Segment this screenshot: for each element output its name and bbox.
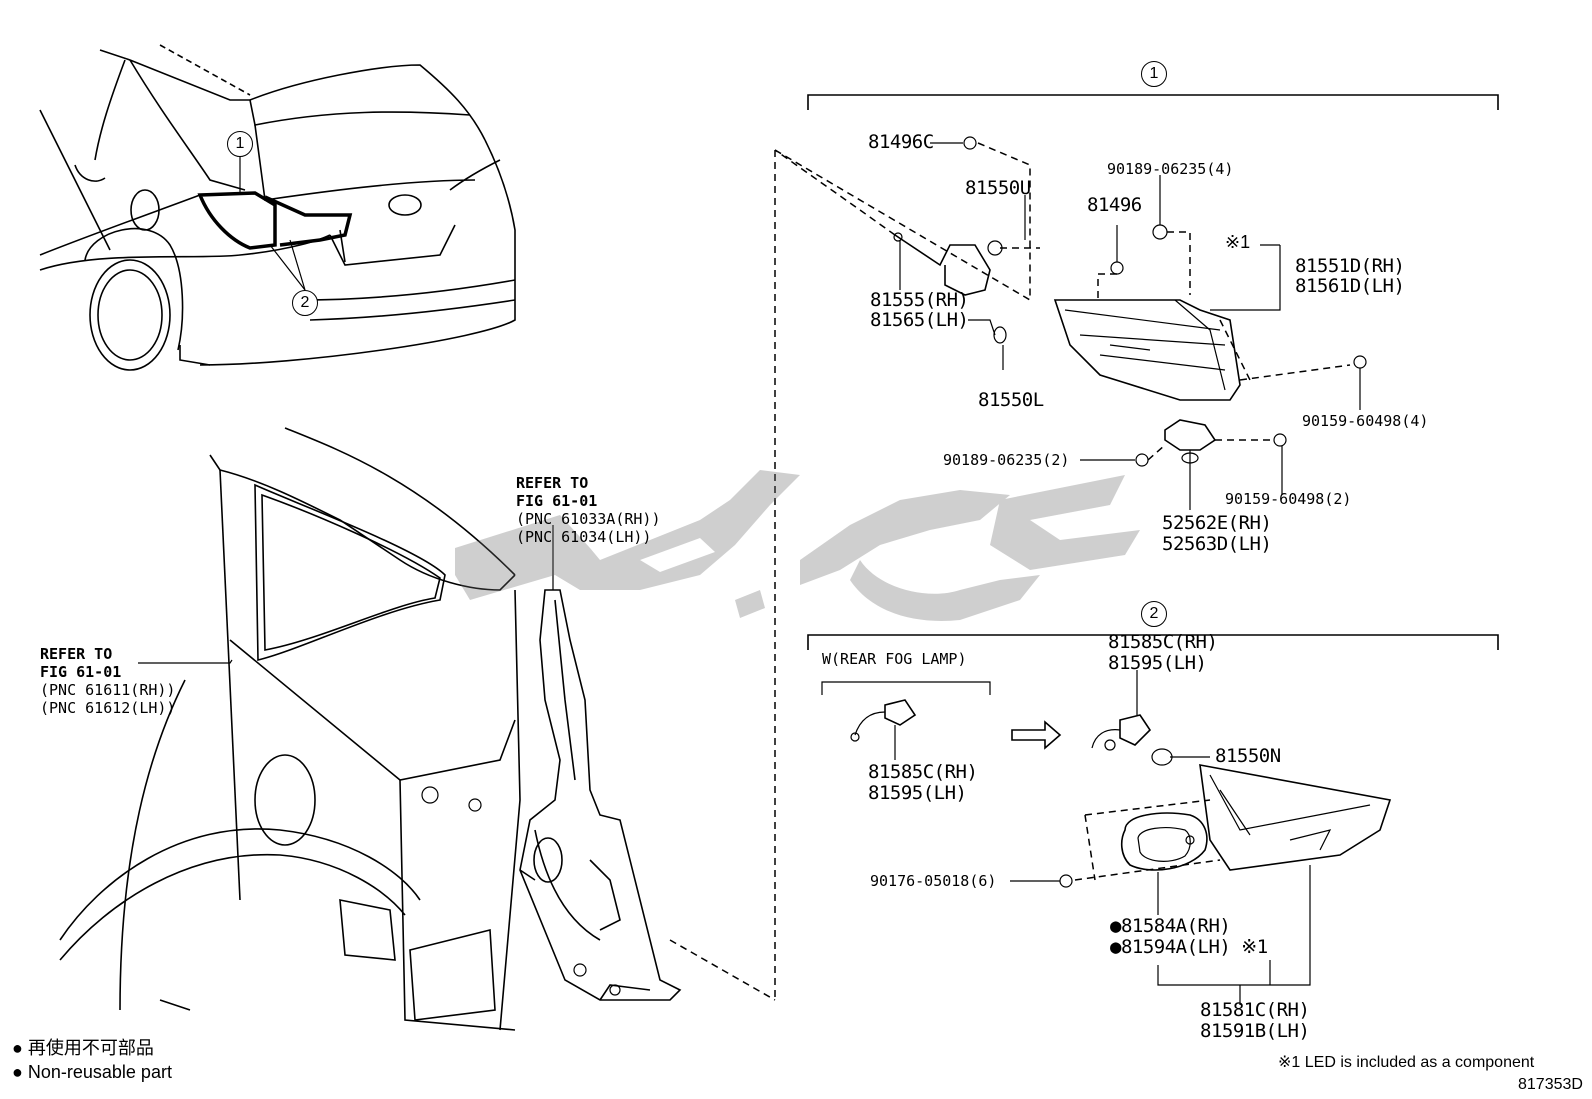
refer-note-pillar-line2: FIG 61-01 xyxy=(516,492,598,510)
led-note-mark-1: ※1 xyxy=(1225,232,1251,252)
callout-1-group: 1 xyxy=(1141,61,1167,87)
callout-2-group: 2 xyxy=(1141,601,1167,627)
led-footnote: ※1 LED is included as a component xyxy=(1278,1054,1535,1071)
legend-non-reusable-en: ● Non-reusable part xyxy=(12,1062,172,1082)
part-label-81595-group: 81595(LH) xyxy=(1108,652,1207,674)
legend-non-reusable-jp: ● 再使用不可部品 xyxy=(12,1038,154,1058)
part-label-81565: 81565(LH) xyxy=(870,309,969,331)
callout-1-vehicle: 1 xyxy=(227,131,253,157)
callout-2-vehicle: 2 xyxy=(292,290,318,316)
vehicle-rear-view-illustration xyxy=(39,44,516,371)
refer-note-panel-line4: (PNC 61612(LH)) xyxy=(40,699,176,717)
part-label-52562E: 52562E(RH) xyxy=(1162,512,1272,534)
part-label-81585C-group: 81585C(RH) xyxy=(1108,631,1218,653)
refer-note-panel-line3: (PNC 61611(RH)) xyxy=(40,681,176,699)
part-label-81591B: 81591B(LH) xyxy=(1200,1020,1310,1042)
part-label-81561D: 81561D(LH) xyxy=(1295,275,1405,297)
part-label-81585C-fog: 81585C(RH) xyxy=(868,761,978,783)
part-label-90189-06235-2: 90189-06235(2) xyxy=(943,451,1070,469)
refer-note-pillar-line4: (PNC 61034(LH)) xyxy=(516,528,652,546)
quarter-panel-illustration xyxy=(59,427,521,1031)
watermark-logo xyxy=(455,470,1140,621)
part-label-90176-05018: 90176-05018(6) xyxy=(870,872,997,890)
part-label-81496: 81496 xyxy=(1087,194,1142,216)
part-label-81551D: 81551D(RH) xyxy=(1295,255,1405,277)
group2-parts xyxy=(821,670,1392,1005)
part-label-90189-06235-4: 90189-06235(4) xyxy=(1107,160,1234,178)
fog-lamp-title: W(REAR FOG LAMP) xyxy=(822,650,967,668)
part-label-81594A: ●81594A(LH) ※1 xyxy=(1110,936,1268,958)
part-label-81555: 81555(RH) xyxy=(870,289,969,311)
part-label-81584A: ●81584A(RH) xyxy=(1110,915,1231,937)
part-label-81550N: 81550N xyxy=(1215,745,1281,767)
part-label-81595-fog: 81595(LH) xyxy=(868,782,967,804)
part-label-81581C: 81581C(RH) xyxy=(1200,999,1310,1021)
part-label-81496C: 81496C xyxy=(868,131,934,153)
refer-note-panel-line1: REFER TO xyxy=(40,645,113,663)
part-label-90159-60498-2: 90159-60498(2) xyxy=(1225,490,1352,508)
part-label-90159-60498-4: 90159-60498(4) xyxy=(1302,412,1429,430)
group1-parts xyxy=(774,136,1367,510)
refer-note-panel-line2: FIG 61-01 xyxy=(40,663,122,681)
part-label-81550U: 81550U xyxy=(965,177,1031,199)
part-label-52563D: 52563D(LH) xyxy=(1162,533,1272,555)
refer-note-pillar-line1: REFER TO xyxy=(516,474,589,492)
inner-pillar-illustration xyxy=(519,525,682,1001)
refer-note-pillar-line3: (PNC 61033A(RH)) xyxy=(516,510,661,528)
figure-code: 817353D xyxy=(1518,1076,1583,1093)
part-label-81550L: 81550L xyxy=(978,389,1044,411)
